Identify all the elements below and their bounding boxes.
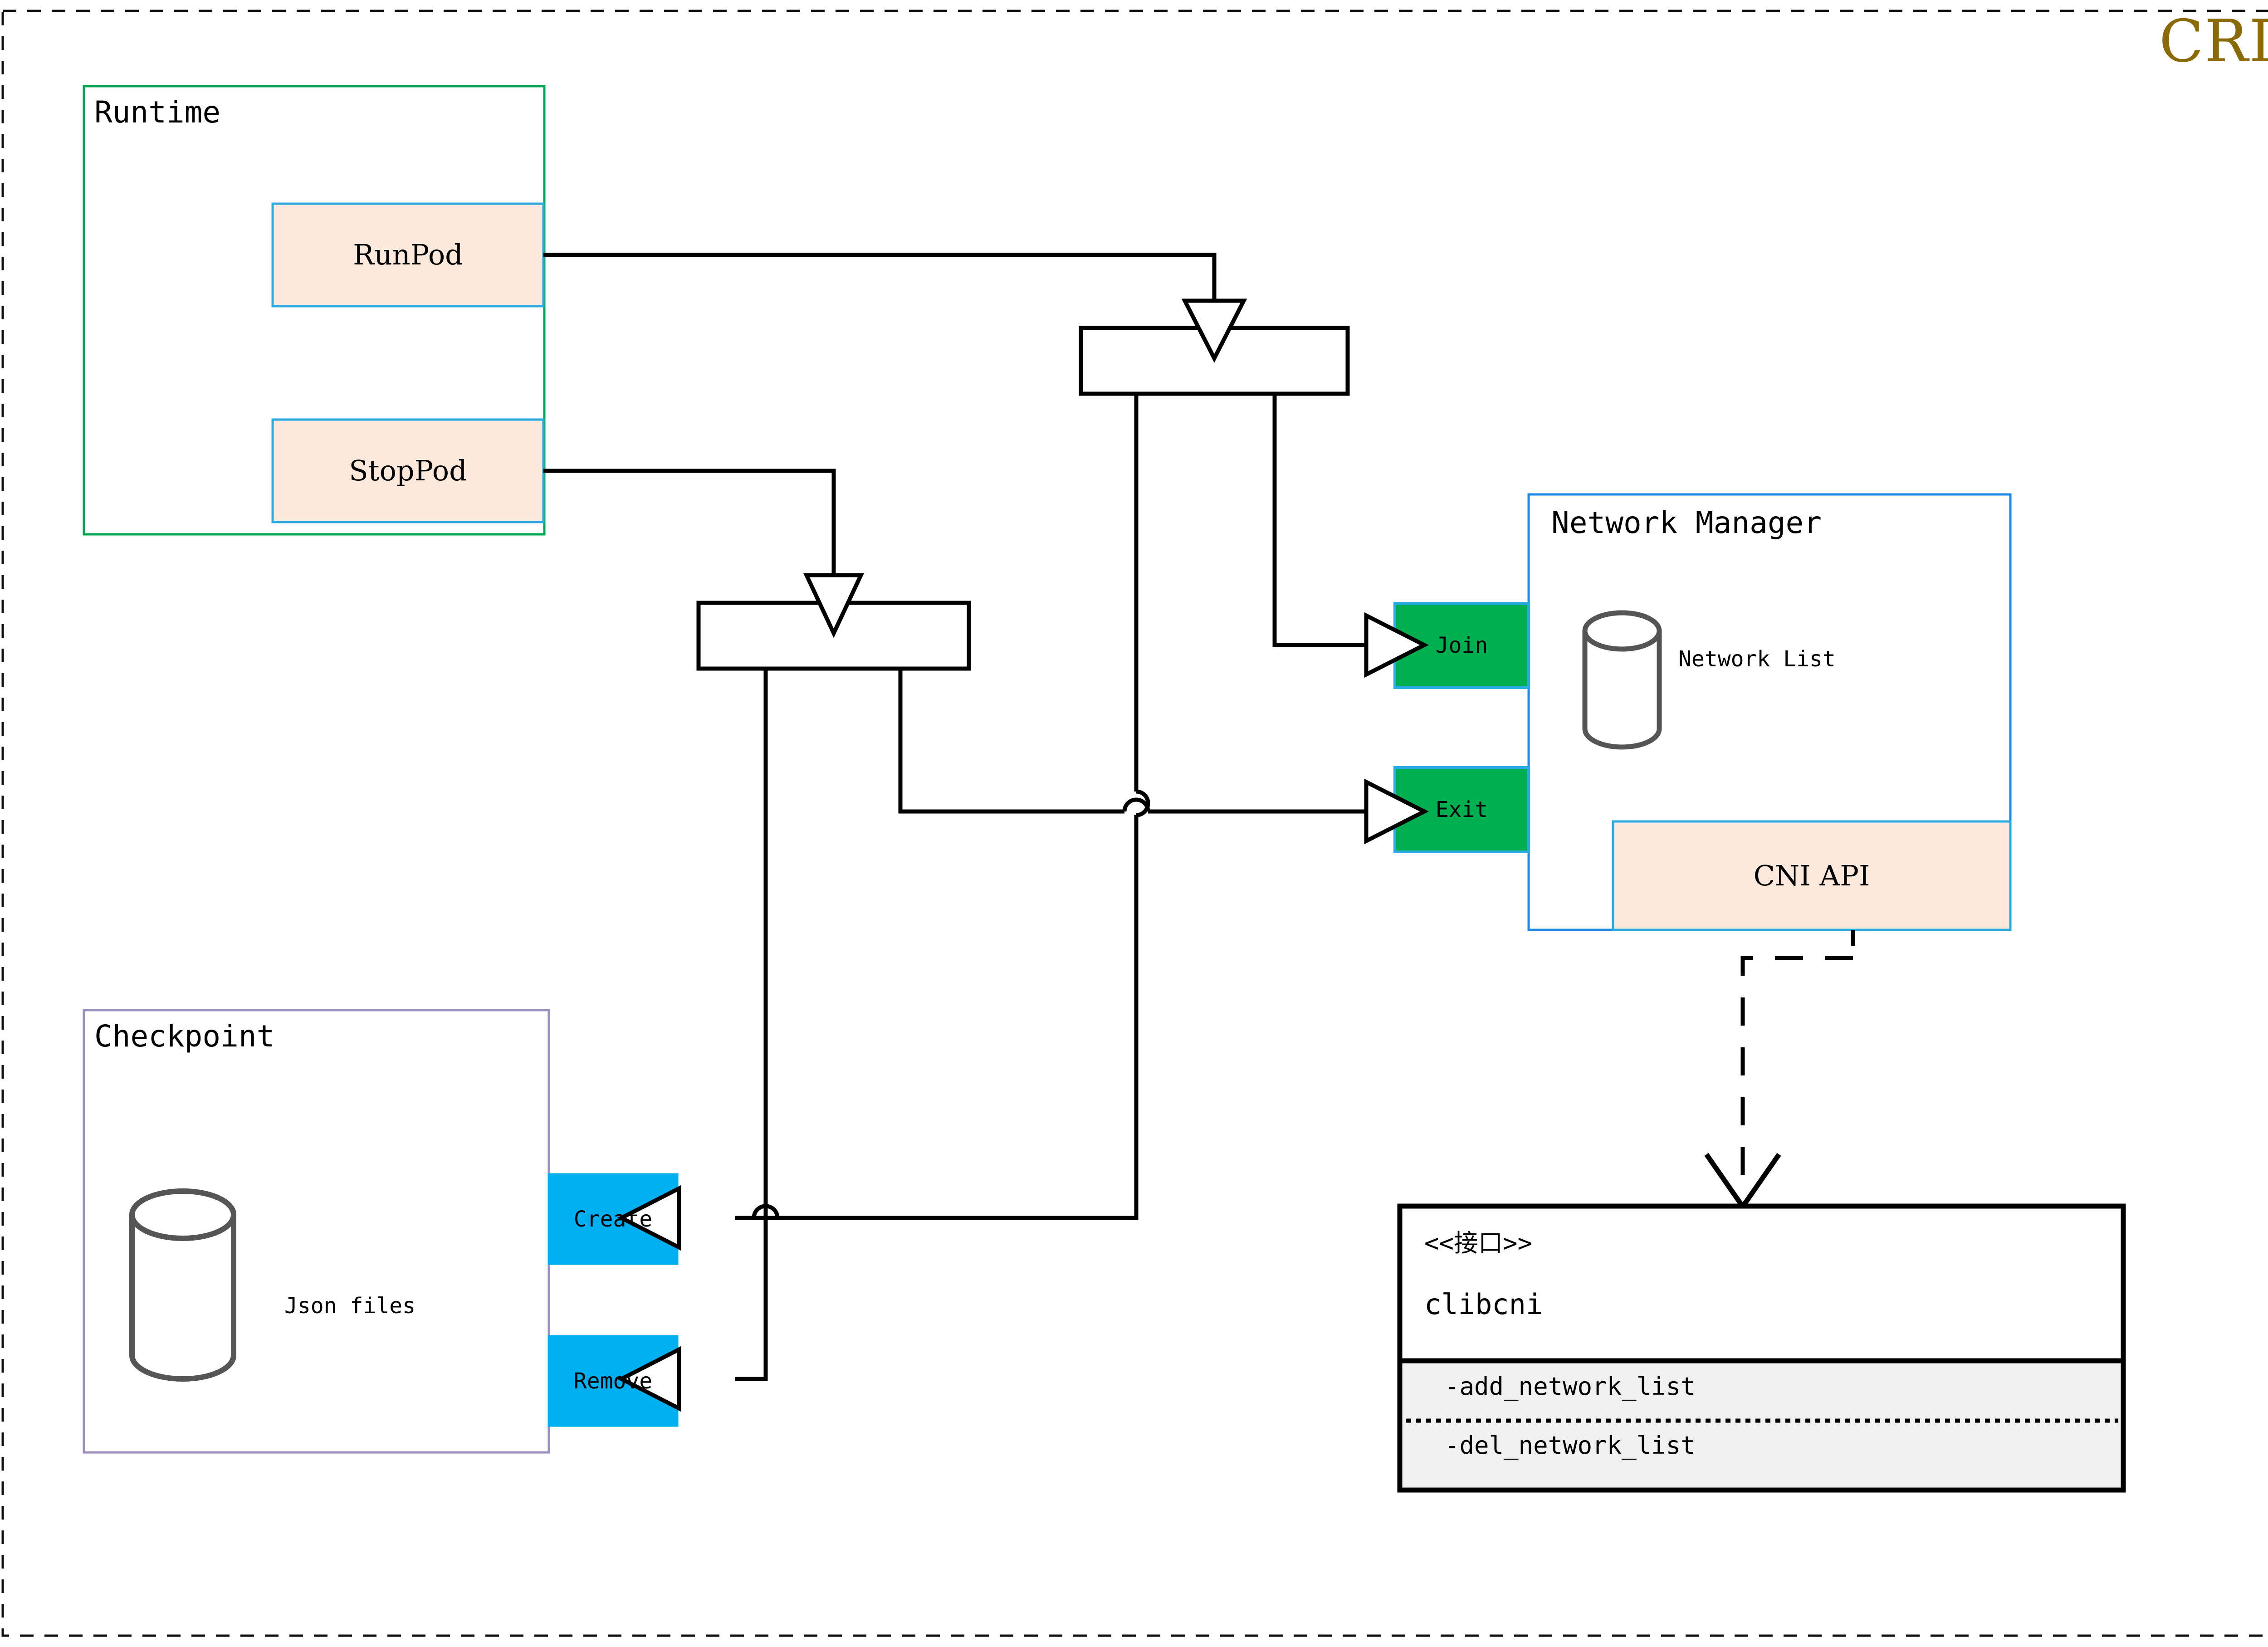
cni-api-node-label: CNI API (1753, 859, 1870, 892)
checkpoint-store-label: Json files (284, 1293, 415, 1319)
arrowhead-runpod-junction-top (1181, 298, 1247, 363)
join-node-label: Join (1435, 633, 1488, 658)
edge-junction-top-to-join (1272, 394, 1365, 647)
arrowhead-exit (1364, 778, 1429, 845)
network-manager-store-label: Network List (1678, 646, 1836, 672)
runtime-group-label: Runtime (94, 95, 221, 130)
edge-junction-bottom-to-remove (735, 669, 768, 1381)
line-hop-exit-row (1122, 797, 1150, 812)
network-manager-database-cylinder-icon (1582, 610, 1662, 750)
clibcni-method-del: -del_network_list (1445, 1431, 1696, 1460)
outer-page-border (1, 10, 2268, 1637)
stoppod-node-label: StopPod (349, 454, 467, 487)
create-node-label: Create (573, 1207, 653, 1232)
page-title-cri: CRI (2159, 8, 2268, 75)
arrowhead-create (617, 1185, 681, 1251)
clibcni-stereotype-label: <<接口>> (1424, 1229, 1533, 1257)
clibcni-methods-compartment (1403, 1361, 2121, 1487)
join-node-box[interactable] (1393, 602, 1530, 689)
stoppod-node-box[interactable] (271, 418, 545, 523)
arrowhead-join (1364, 612, 1429, 678)
edge-junction-bottom-to-exit (898, 669, 1124, 814)
edge-stoppod-to-junction-bottom (543, 469, 836, 574)
checkpoint-database-cylinder-icon (129, 1188, 236, 1382)
arrowhead-remove (617, 1346, 681, 1412)
runpod-node-box[interactable] (271, 202, 545, 308)
edge-junction-top-to-create (735, 394, 1150, 1220)
network-manager-group-label: Network Manager (1551, 505, 1822, 540)
remove-node-label: Remove (573, 1368, 653, 1394)
arrowhead-stoppod-junction-bottom (803, 573, 865, 638)
cni-api-node-box[interactable] (1612, 820, 2012, 931)
clibcni-method-add: -add_network_list (1445, 1372, 1696, 1401)
clibcni-name-label: clibcni (1424, 1288, 1543, 1321)
exit-node-label: Exit (1435, 797, 1488, 822)
runpod-node-label: RunPod (353, 238, 463, 271)
edge-cni-api-to-clibcni-dashed (1740, 956, 1853, 1191)
checkpoint-group-label: Checkpoint (94, 1019, 275, 1054)
edge-runpod-to-junction-top (543, 253, 1217, 299)
